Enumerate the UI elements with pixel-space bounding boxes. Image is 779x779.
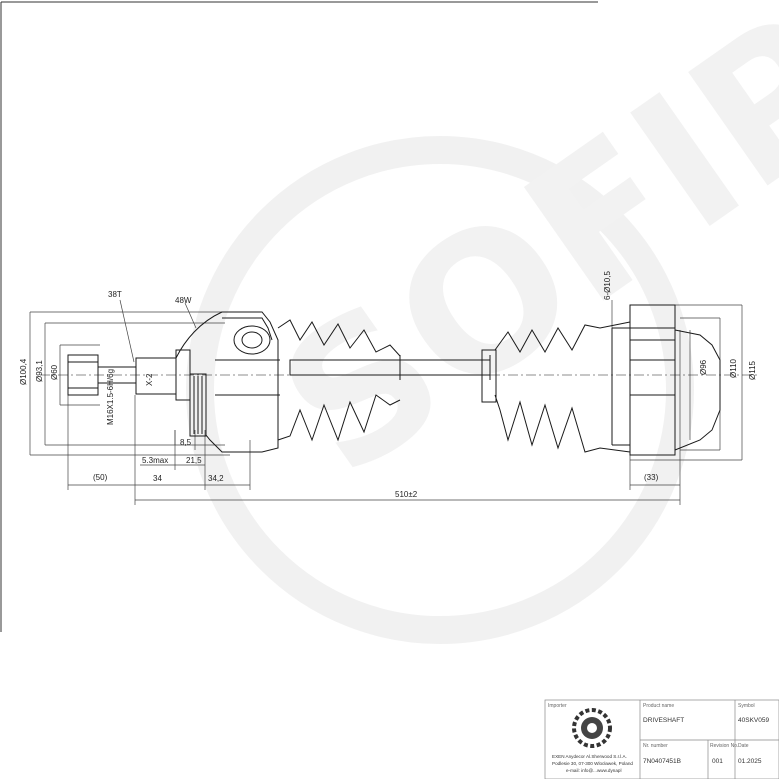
tb-date: 01.2025 [738,758,762,765]
tb-importer-text-2: Podlesie 30, 07-300 Wlocławek, Poland [552,761,633,766]
tb-symbol-label: Symbol [738,703,755,709]
dim-5-3max: 5.3max [142,456,168,465]
dimension-lines [29,299,743,505]
dim-dia-100-4: Ø100,4 [19,358,28,385]
watermark: SOFIPL [186,0,779,644]
dim-x2: X-2 [145,373,154,386]
tb-revision-label: Revision No. [710,743,738,749]
dim-abs-teeth: 48W [175,296,192,305]
outer-boot-top [277,319,401,357]
tb-product-name-label: Product name [643,703,674,709]
dim-dia-115: Ø115 [748,360,757,380]
inner-boot-bottom [494,394,631,453]
abs-ring [189,373,207,437]
dim-21-5: 21,5 [186,456,202,465]
inner-joint-housing [674,329,721,451]
dim-50: (50) [93,473,108,482]
dim-spline-count: 38T [108,290,122,299]
dim-dia-60: Ø60 [50,364,59,380]
dim-34-2: 34,2 [208,474,224,483]
dim-33: (33) [644,473,659,482]
tb-importer-text-3: e-mail: info@...www.dynapl [566,768,621,773]
tb-product-name: DRIVESHAFT [643,717,684,724]
dim-dia-93-1: Ø93,1 [35,360,44,382]
tb-importer-text-1: EXEN Anydecor Al.Sherwood S.r.l.A. [552,754,627,759]
dim-34: 34 [153,474,162,483]
dim-dia-96: Ø96 [699,359,708,375]
dim-bolt-thread: M16X1.5-6H/6g [106,369,115,425]
inner-boot-top [494,321,631,354]
tb-number: 7N0407451B [643,758,681,765]
dim-dia-110: Ø110 [729,358,738,378]
driveshaft-outline [40,304,760,456]
drawing-frame [0,1,598,632]
dim-8-5: 8,5 [180,438,192,447]
tb-number-label: Nr. number [643,743,668,749]
dimension-labels: 38T 48W M16X1.5-6H/6g Ø100,4 Ø93,1 Ø60 X… [19,271,757,499]
tb-symbol: 40SKV059 [738,717,769,724]
tb-revision: 001 [712,758,723,765]
company-logo [572,708,612,748]
inner-joint-flange [629,304,676,456]
dim-hole: 6-Ø10,5 [603,271,612,300]
outer-boot-bottom [277,394,401,442]
dim-total-length: 510±2 [395,490,418,499]
tb-importer-label: Importer [548,703,567,709]
tb-date-label: Date [738,743,749,749]
title-block: Importer EXEN Anydecor Al.Sherwood S.r.l… [544,699,779,779]
